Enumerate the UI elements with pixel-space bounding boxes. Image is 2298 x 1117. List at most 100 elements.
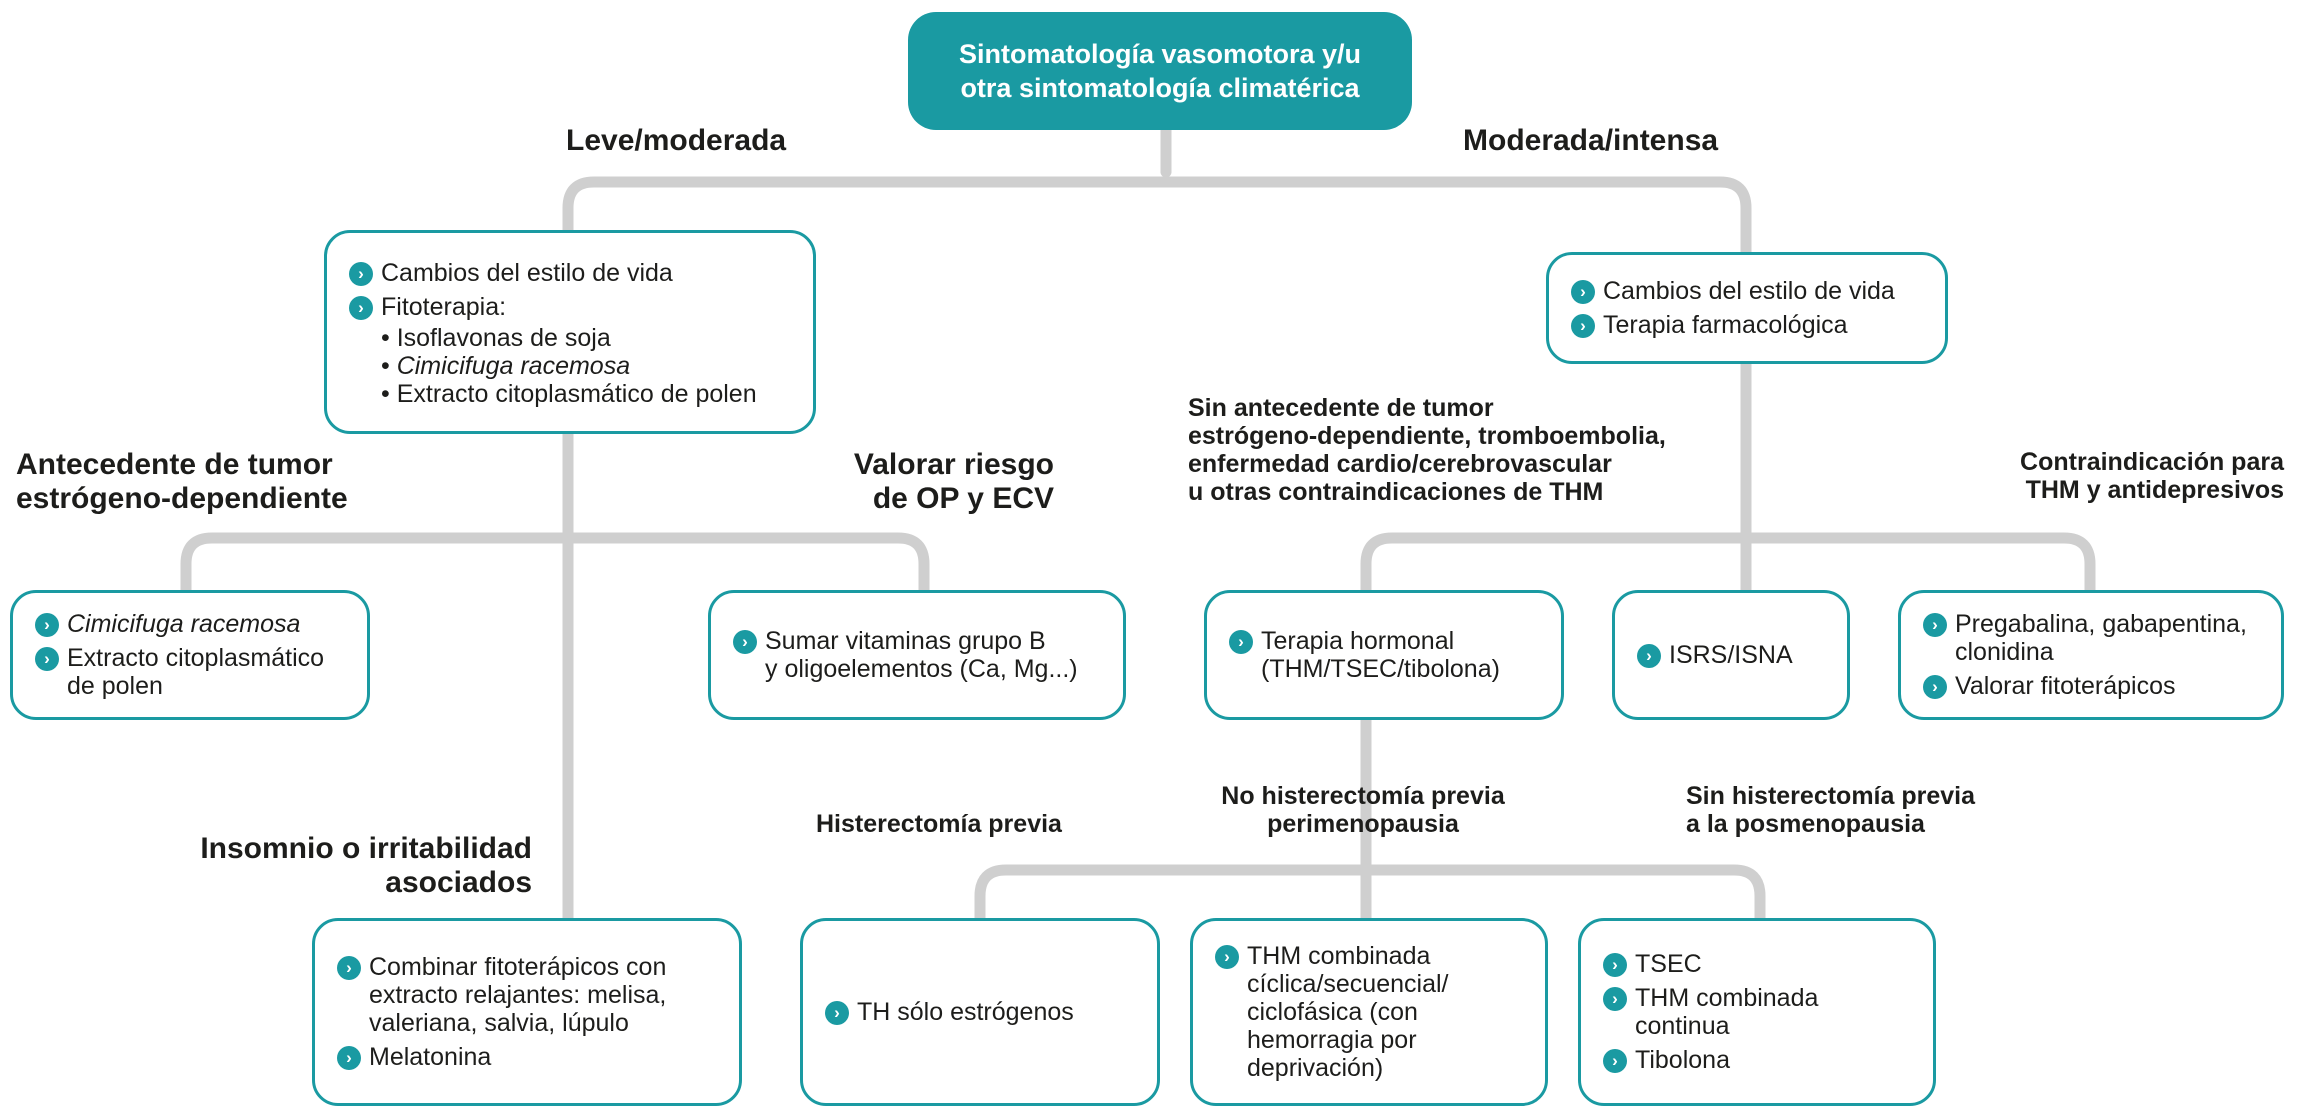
- item-text: Tibolona: [1635, 1046, 1730, 1074]
- list-item: › Extracto citoplasmático de polen: [35, 644, 345, 700]
- label-line: estrógeno-dependiente: [16, 482, 348, 515]
- label-line: Valorar riesgo: [853, 448, 1054, 481]
- item-text: ISRS/ISNA: [1669, 641, 1793, 669]
- item-line: hemorragia por: [1247, 1026, 1417, 1054]
- list-item: › Valorar fitoterápicos: [1923, 672, 2259, 700]
- list-item: › Fitoterapia:: [349, 293, 791, 321]
- connector-level1: [562, 176, 1752, 258]
- label-line: estrógeno-dependiente, tromboembolia,: [1188, 422, 1666, 450]
- item-line: Extracto citoplasmático: [67, 644, 325, 672]
- label-moderada-intensa: Moderada/intensa: [1463, 124, 1719, 157]
- item-text: TH sólo estrógenos: [857, 998, 1074, 1026]
- item-text: Melatonina: [369, 1043, 492, 1071]
- label-line: de OP y ECV: [872, 482, 1054, 515]
- item-line: y oligoelementos (Ca, Mg...): [765, 655, 1078, 683]
- label-line: Contraindicación para: [2020, 448, 2284, 476]
- chevron-right-icon: ›: [337, 1046, 361, 1070]
- chevron-right-icon: ›: [1571, 314, 1595, 338]
- item-line: continua: [1635, 1012, 1730, 1040]
- item-line: Terapia hormonal: [1261, 627, 1455, 655]
- list-item: › Cambios del estilo de vida: [1571, 277, 1923, 305]
- tumor-history-box: › Cimicifuga racemosa › Extracto citopla…: [10, 590, 370, 720]
- chevron-right-icon: ›: [1215, 945, 1239, 969]
- label-sin-histerectomia: Sin histerectomía previa a la posmenopau…: [1686, 782, 1975, 838]
- label-sin-antecedente: Sin antecedente de tumor estrógeno-depen…: [1188, 394, 1666, 506]
- item-text: Terapia hormonal (THM/TSEC/tibolona): [1261, 627, 1500, 683]
- chevron-right-icon: ›: [1571, 280, 1595, 304]
- chevron-right-icon: ›: [1603, 1049, 1627, 1073]
- label-line: Sin antecedente de tumor: [1188, 394, 1494, 422]
- item-text: Combinar fitoterápicos con extracto rela…: [369, 953, 666, 1037]
- chevron-right-icon: ›: [349, 262, 373, 286]
- label-contraindicacion: Contraindicación para THM y antidepresiv…: [1940, 448, 2284, 504]
- label-no-histerectomia: No histerectomía previa perimenopausia: [1200, 782, 1526, 838]
- list-item: › ISRS/ISNA: [1637, 641, 1825, 669]
- item-line: de polen: [67, 672, 163, 700]
- item-line: Sumar vitaminas grupo B: [765, 627, 1046, 655]
- item-text: Cambios del estilo de vida: [381, 259, 673, 287]
- list-item: › Sumar vitaminas grupo B y oligoelement…: [733, 627, 1101, 683]
- sub-item: • Isoflavonas de soja: [381, 324, 611, 352]
- isrs-box: › ISRS/ISNA: [1612, 590, 1850, 720]
- item-line: (THM/TSEC/tibolona): [1261, 655, 1500, 683]
- label-line: a la posmenopausia: [1686, 810, 1925, 838]
- hormone-therapy-box: › Terapia hormonal (THM/TSEC/tibolona): [1204, 590, 1564, 720]
- top-box-line2: otra sintomatología climatérica: [960, 73, 1360, 103]
- item-line: THM combinada: [1247, 942, 1431, 970]
- label-line: No histerectomía previa: [1221, 782, 1505, 810]
- list-item: › Cimicifuga racemosa: [35, 610, 345, 638]
- sub-item: • Cimicifuga racemosa: [381, 352, 631, 380]
- label-line: Sin histerectomía previa: [1686, 782, 1976, 810]
- sub-item: • Extracto citoplasmático de polen: [381, 380, 757, 408]
- item-text: THM combinada continua: [1635, 984, 1818, 1040]
- label-line: perimenopausia: [1267, 810, 1459, 838]
- label-line: THM y antidepresivos: [2025, 476, 2284, 504]
- item-line: clonidina: [1955, 638, 2054, 666]
- estrogen-only-box: › TH sólo estrógenos: [800, 918, 1160, 1106]
- item-line: Combinar fitoterápicos con: [369, 953, 667, 981]
- item-line: valeriana, salvia, lúpulo: [369, 1009, 629, 1037]
- top-box-line1: Sintomatología vasomotora y/u: [958, 39, 1362, 69]
- item-text: Valorar fitoterápicos: [1955, 672, 2176, 700]
- chevron-right-icon: ›: [825, 1001, 849, 1025]
- vitamins-box: › Sumar vitaminas grupo B y oligoelement…: [708, 590, 1126, 720]
- label-antecedente-tumor: Antecedente de tumor estrógeno-dependien…: [16, 448, 348, 516]
- chevron-right-icon: ›: [1923, 675, 1947, 699]
- chevron-right-icon: ›: [35, 647, 59, 671]
- chevron-right-icon: ›: [1923, 613, 1947, 637]
- pregabalin-box: › Pregabalina, gabapentina, clonidina › …: [1898, 590, 2284, 720]
- tsec-box: › TSEC › THM combinada continua › Tibolo…: [1578, 918, 1936, 1106]
- label-line: Insomnio o irritabilidad: [200, 832, 532, 865]
- label-line: enfermedad cardio/cerebrovascular: [1188, 450, 1612, 478]
- intense-treatment-box: › Cambios del estilo de vida › Terapia f…: [1546, 252, 1948, 364]
- vasomotor-symptoms-box: Sintomatología vasomotora y/u otra sinto…: [908, 12, 1412, 130]
- label-insomnio: Insomnio o irritabilidad asociados: [150, 832, 532, 900]
- list-item: › Terapia hormonal (THM/TSEC/tibolona): [1229, 627, 1539, 683]
- chevron-right-icon: ›: [337, 956, 361, 980]
- chevron-right-icon: ›: [1229, 630, 1253, 654]
- label-leve-moderada: Leve/moderada: [566, 124, 787, 157]
- list-item: › THM combinada cíclica/secuencial/ cicl…: [1215, 942, 1523, 1082]
- item-text: Fitoterapia:: [381, 293, 507, 321]
- item-line: deprivación): [1247, 1054, 1384, 1082]
- item-text: Cimicifuga racemosa: [67, 610, 301, 638]
- chevron-right-icon: ›: [1603, 987, 1627, 1011]
- item-text: TSEC: [1635, 950, 1702, 978]
- insomnia-treatment-box: › Combinar fitoterápicos con extracto re…: [312, 918, 742, 1106]
- mild-treatment-box: › Cambios del estilo de vida › Fitoterap…: [324, 230, 816, 434]
- chevron-right-icon: ›: [1637, 644, 1661, 668]
- item-text: Sumar vitaminas grupo B y oligoelementos…: [765, 627, 1078, 683]
- chevron-right-icon: ›: [1603, 953, 1627, 977]
- list-item: › TH sólo estrógenos: [825, 998, 1135, 1026]
- chevron-right-icon: ›: [349, 296, 373, 320]
- list-item: › Cambios del estilo de vida: [349, 259, 791, 287]
- sub-item-italic: Cimicifuga racemosa: [396, 352, 631, 380]
- cyclic-thm-box: › THM combinada cíclica/secuencial/ cicl…: [1190, 918, 1548, 1106]
- chevron-right-icon: ›: [35, 613, 59, 637]
- connector-bottom-branch: [974, 864, 1766, 926]
- list-item: › Pregabalina, gabapentina, clonidina: [1923, 610, 2259, 666]
- label-line: Antecedente de tumor: [16, 448, 333, 481]
- item-text: Cambios del estilo de vida: [1603, 277, 1895, 305]
- connector-left-branch: [180, 532, 930, 596]
